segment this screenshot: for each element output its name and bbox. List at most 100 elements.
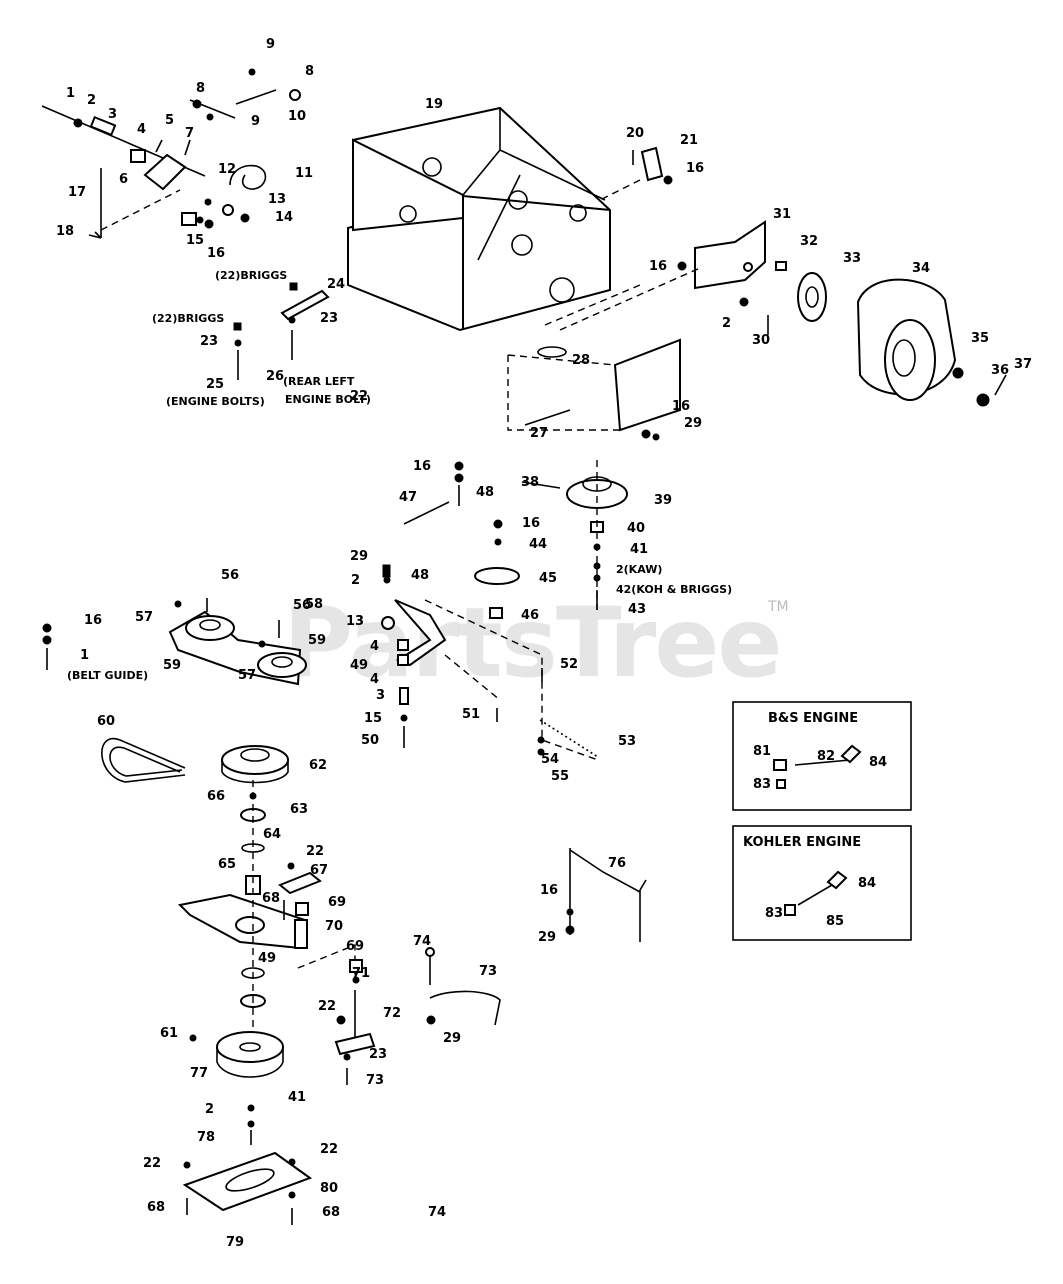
note-rear-left-1: (REAR LEFT [283,375,355,388]
callout-51: 51 [462,707,480,722]
callout-82: 82 [817,749,835,764]
callout-81: 81 [753,744,771,759]
callout-44: 44 [529,537,547,552]
callout-48: 48 [476,485,494,500]
callout-4: 4 [370,672,379,687]
callout-29: 29 [684,416,702,431]
engine-bolts-group [233,282,330,380]
callout-39: 39 [654,493,672,508]
callout-23: 23 [320,311,338,326]
callout-8: 8 [196,81,205,96]
callout-2: 2 [351,573,360,588]
frame-assembly [347,106,641,332]
callout-60: 60 [97,714,115,729]
callout-22: 22 [350,389,368,404]
deck-pulley-group [42,598,307,686]
callout-4: 4 [137,122,146,137]
panel-group [507,338,681,441]
callout-47: 47 [399,490,417,505]
callout-40: 40 [627,521,645,536]
kohler-engine-inset: KOHLER ENGINE [732,825,912,941]
callout-23: 23 [200,334,218,349]
callout-21: 21 [680,133,698,148]
callout-84: 84 [869,755,887,770]
callout-14: 14 [275,210,293,225]
callout-43: 43 [628,602,646,617]
callout-1: 1 [80,648,89,663]
pivot-arm-group [381,564,599,761]
callout-78: 78 [197,1130,215,1145]
callout-3: 3 [376,688,385,703]
callout-64: 64 [263,827,281,842]
callout-83: 83 [765,906,783,921]
callout-7: 7 [185,126,194,141]
idler-group [403,460,628,619]
callout-83: 83 [753,777,771,792]
drive-pulley-stack [177,745,322,1145]
callout-35: 35 [971,331,989,346]
callout-41: 41 [630,542,648,557]
callout-34: 34 [912,261,930,276]
callout-2: 2 [87,93,96,108]
callout-70: 70 [325,919,343,934]
callout-29: 29 [443,1031,461,1046]
callout-15: 15 [186,233,204,248]
callout-16: 16 [540,883,558,898]
watermark-trademark: TM [767,599,789,615]
callout-11: 11 [295,166,313,181]
callout-55: 55 [551,769,569,784]
bracket-group [632,146,673,185]
callout-53: 53 [618,734,636,749]
callout-1: 1 [66,86,75,101]
callout-62: 62 [309,758,327,773]
callout-2: 2 [722,316,731,331]
callout-16: 16 [207,246,225,261]
callout-58: 58 [305,597,323,612]
callout-76: 76 [608,856,626,871]
callout-29: 29 [538,930,556,945]
callout-73: 73 [366,1073,384,1088]
callout-59: 59 [308,633,326,648]
callout-16: 16 [672,399,690,414]
callout-28: 28 [572,353,590,368]
callout-84: 84 [858,876,876,891]
note-briggs-22b: (22)BRIGGS [152,312,224,325]
callout-32: 32 [800,234,818,249]
callout-68: 68 [322,1205,340,1220]
callout-38: 38 [521,475,539,490]
bs-engine-title: B&S ENGINE [768,711,858,726]
callout-22: 22 [143,1156,161,1171]
callout-22: 22 [320,1142,338,1157]
callout-46: 46 [521,608,539,623]
callout-69: 69 [328,895,346,910]
callout-2: 2 [205,1102,214,1117]
watermark: PartsTree [283,587,780,699]
callout-18: 18 [56,224,74,239]
callout-85: 85 [826,914,844,929]
callout-12: 12 [218,162,236,177]
callout-29: 29 [350,549,368,564]
callout-16: 16 [649,259,667,274]
plate-79-group [182,1151,313,1225]
callout-5: 5 [165,113,174,128]
callout-6: 6 [119,172,128,187]
callout-73: 73 [479,964,497,979]
note-koh-briggs: 42(KOH & BRIGGS) [616,583,732,596]
control-linkage-group [41,68,301,239]
callout-65: 65 [218,857,236,872]
note-kaw: 2(KAW) [616,563,662,576]
callout-59: 59 [163,658,181,673]
callout-31: 31 [773,207,791,222]
callout-63: 63 [290,802,308,817]
callout-80: 80 [320,1181,338,1196]
callout-74: 74 [428,1205,446,1220]
bracket-76-group [565,848,647,942]
callout-69: 69 [346,939,364,954]
callout-16: 16 [413,459,431,474]
callout-8: 8 [305,64,314,79]
callout-61: 61 [160,1026,178,1041]
callout-3: 3 [108,107,117,122]
callout-22: 22 [318,999,336,1014]
